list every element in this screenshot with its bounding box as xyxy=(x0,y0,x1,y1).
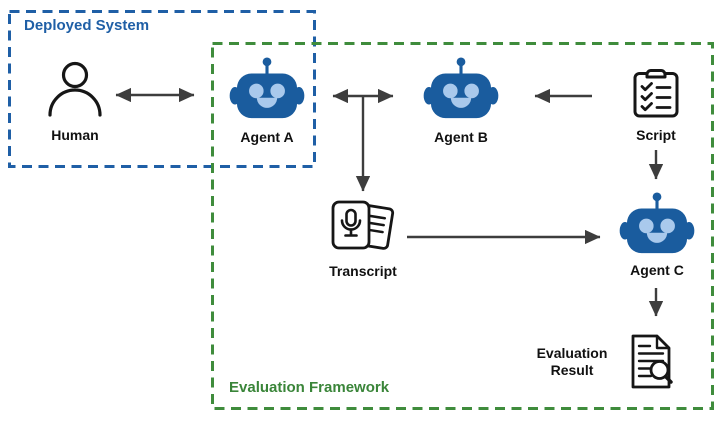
voice-note-icon xyxy=(331,200,395,250)
node-agent-b: Agent B xyxy=(421,57,501,146)
deployed-system-label: Deployed System xyxy=(24,17,150,34)
robot-icon xyxy=(229,57,305,119)
document-magnifier-icon xyxy=(631,334,673,389)
node-label: Script xyxy=(636,127,676,143)
robot-icon xyxy=(619,192,695,254)
checklist-clipboard-icon xyxy=(633,69,679,118)
node-label: Agent C xyxy=(630,262,684,278)
node-label: Human xyxy=(51,127,99,143)
node-label: Agent B xyxy=(434,129,488,145)
node-agent-a: Agent A xyxy=(227,57,307,146)
node-transcript: Transcript xyxy=(318,199,408,280)
deployed-system-box xyxy=(8,10,316,168)
person-icon xyxy=(48,61,102,117)
node-label: Evaluation Result xyxy=(536,344,608,378)
evaluation-framework-label: Evaluation Framework xyxy=(229,379,390,396)
node-label: Agent A xyxy=(240,129,294,145)
node-human: Human xyxy=(35,61,115,144)
robot-icon xyxy=(423,57,499,119)
evaluation-framework-box xyxy=(211,42,714,410)
node-agent-c: Agent C xyxy=(617,192,697,279)
node-script: Script xyxy=(616,68,696,144)
node-label: Transcript xyxy=(329,263,397,279)
node-evaluation-result: Evaluation Result xyxy=(528,333,674,390)
